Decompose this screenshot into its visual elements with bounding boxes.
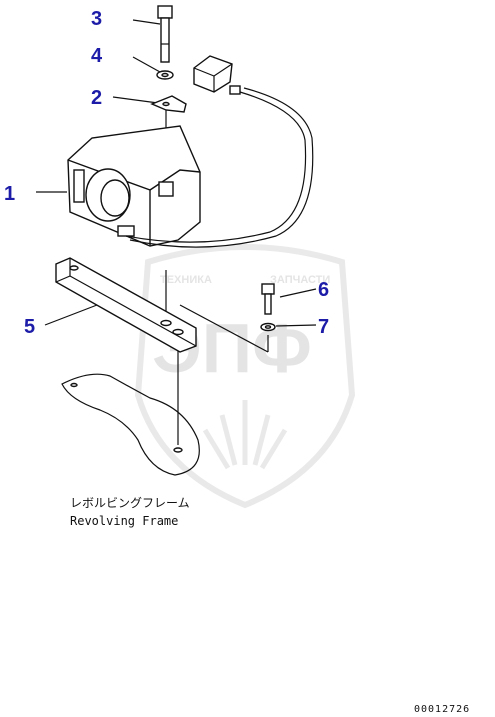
connector-plug <box>193 55 241 95</box>
washer-part-7 <box>260 322 276 332</box>
callout-3: 3 <box>91 8 102 30</box>
callout-6: 6 <box>318 279 329 301</box>
callout-4: 4 <box>91 45 103 67</box>
washer-part-4 <box>156 70 174 80</box>
plate-part-5 <box>55 257 197 353</box>
callout-5: 5 <box>24 316 35 338</box>
revolving-frame-outline <box>61 373 200 476</box>
callout-7: 7 <box>318 316 329 338</box>
document-number: 00012726 <box>414 704 470 715</box>
callout-1: 1 <box>4 183 15 205</box>
callout-2: 2 <box>91 87 102 109</box>
watermark-line1: ТЕХНИКА <box>160 274 212 286</box>
watermark-line2: ЗАПЧАСТИ <box>270 274 330 286</box>
bracket-part-2 <box>150 95 187 113</box>
caption-english: Revolving Frame <box>70 514 178 528</box>
leader-lines <box>36 19 317 327</box>
bolt-part-3 <box>157 5 173 63</box>
caption-japanese: レボルビングフレーム <box>70 496 190 510</box>
wheat-icon <box>202 400 288 470</box>
unit-part-1 <box>67 87 314 248</box>
bolt-part-6 <box>261 283 275 315</box>
